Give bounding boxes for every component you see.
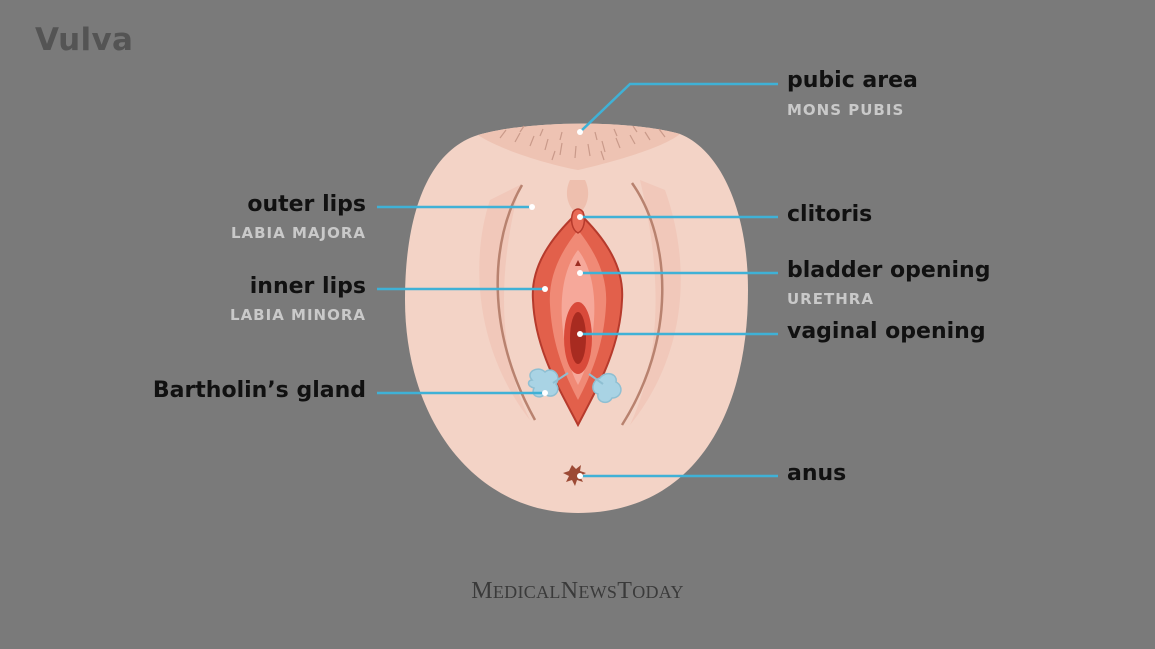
sublabel-labia-majora: LABIA MAJORA — [230, 224, 366, 242]
pubic-hair — [478, 123, 680, 170]
label-anus: anus — [787, 461, 847, 486]
label-pubic-area: pubic area — [787, 68, 918, 93]
label-inner-lips: inner lips — [249, 274, 366, 299]
diagram-title: Vulva — [35, 22, 134, 58]
label-bartholins-gland: Bartholin’s gland — [152, 378, 366, 403]
clitoris-shape — [570, 208, 586, 234]
bartholins-gland-shapes — [527, 368, 622, 404]
anus-shape — [563, 465, 586, 486]
label-clitoris: clitoris — [787, 202, 873, 227]
sublabel-mons-pubis: MONS PUBIS — [787, 101, 905, 119]
sublabel-urethra: URETHRA — [787, 290, 874, 308]
label-bladder-opening: bladder opening — [787, 258, 991, 283]
vaginal-opening-shape — [564, 302, 592, 374]
urethra-shape — [575, 260, 581, 266]
leader-dots — [529, 129, 583, 479]
sublabel-labia-minora: LABIA MINORA — [230, 306, 366, 324]
clitoral-hood — [566, 180, 589, 215]
label-vaginal-opening: vaginal opening — [787, 319, 986, 344]
label-outer-lips: outer lips — [247, 192, 366, 217]
leader-line-pubic-area — [579, 82, 778, 133]
leader-lines — [377, 82, 778, 478]
brand-logo: MEDICALNEWSTODAY — [471, 578, 684, 604]
